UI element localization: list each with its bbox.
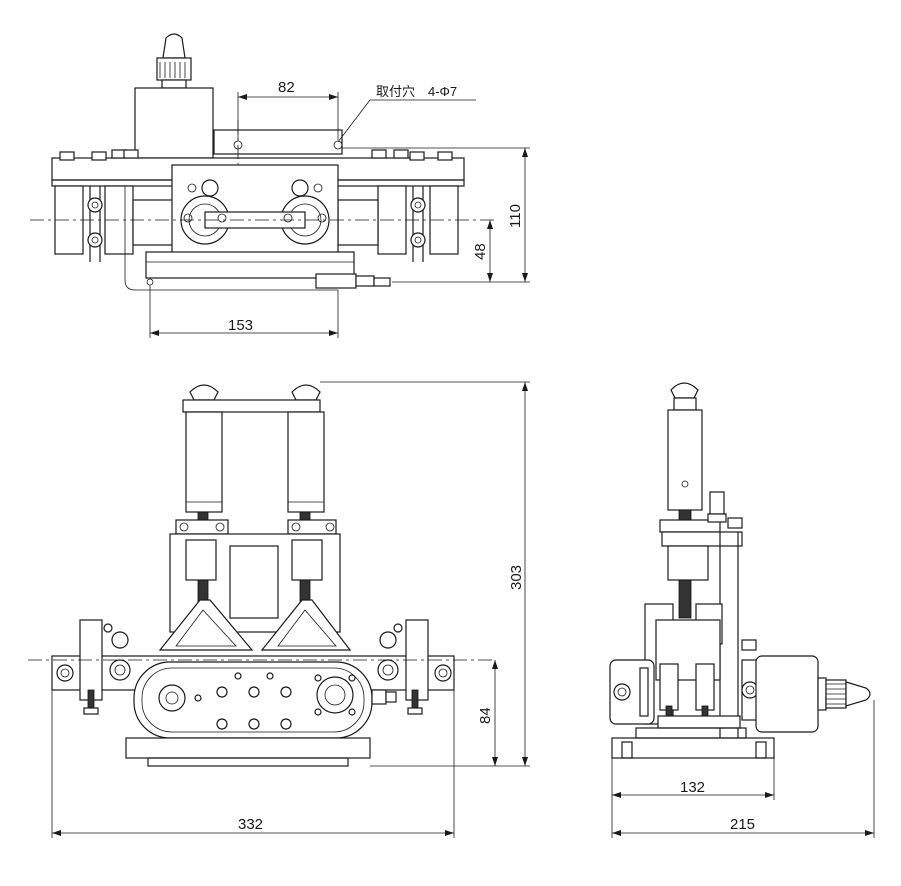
top-dimensions: 82 取付穴 4-Φ7 110 48 153 <box>149 79 530 338</box>
front-port-fitting <box>316 676 354 714</box>
top-frame-screws <box>59 149 453 161</box>
top-view <box>30 33 495 291</box>
side-cylinder <box>667 409 703 511</box>
top-cylinder-body <box>134 87 214 159</box>
top-mount-plate <box>213 129 343 155</box>
dim-48-label: 48 <box>472 243 489 260</box>
front-knob-left <box>189 384 219 401</box>
dim-82-label: 82 <box>278 79 295 96</box>
side-knurled-knob <box>825 679 871 709</box>
side-base <box>611 737 775 759</box>
dim-153-label: 153 <box>228 317 253 334</box>
front-bottom-base <box>125 737 371 759</box>
front-top-bar <box>182 399 321 413</box>
front-knob-right <box>291 384 321 401</box>
dim-84-label: 84 <box>477 707 494 724</box>
mounting-hole-spec: 4-Φ7 <box>428 84 457 99</box>
front-cylinder-left <box>185 411 223 513</box>
side-motor-body <box>755 655 819 733</box>
side-knob <box>670 382 699 399</box>
front-view <box>28 384 495 767</box>
dim-132-label: 132 <box>680 779 705 796</box>
front-dimensions: 303 84 332 <box>51 381 530 838</box>
mounting-hole-label: 取付穴 <box>376 84 415 99</box>
dim-303-label: 303 <box>508 565 525 590</box>
side-dimensions: 132 215 <box>611 700 875 838</box>
dim-110-label: 110 <box>507 204 524 228</box>
side-view <box>609 382 871 759</box>
front-guide-left <box>158 599 254 651</box>
top-knob <box>156 33 192 89</box>
dim-332-label: 332 <box>238 816 263 833</box>
front-carrier-holes <box>194 672 356 730</box>
dim-215-label: 215 <box>730 816 755 833</box>
front-cylinder-right <box>287 411 325 513</box>
